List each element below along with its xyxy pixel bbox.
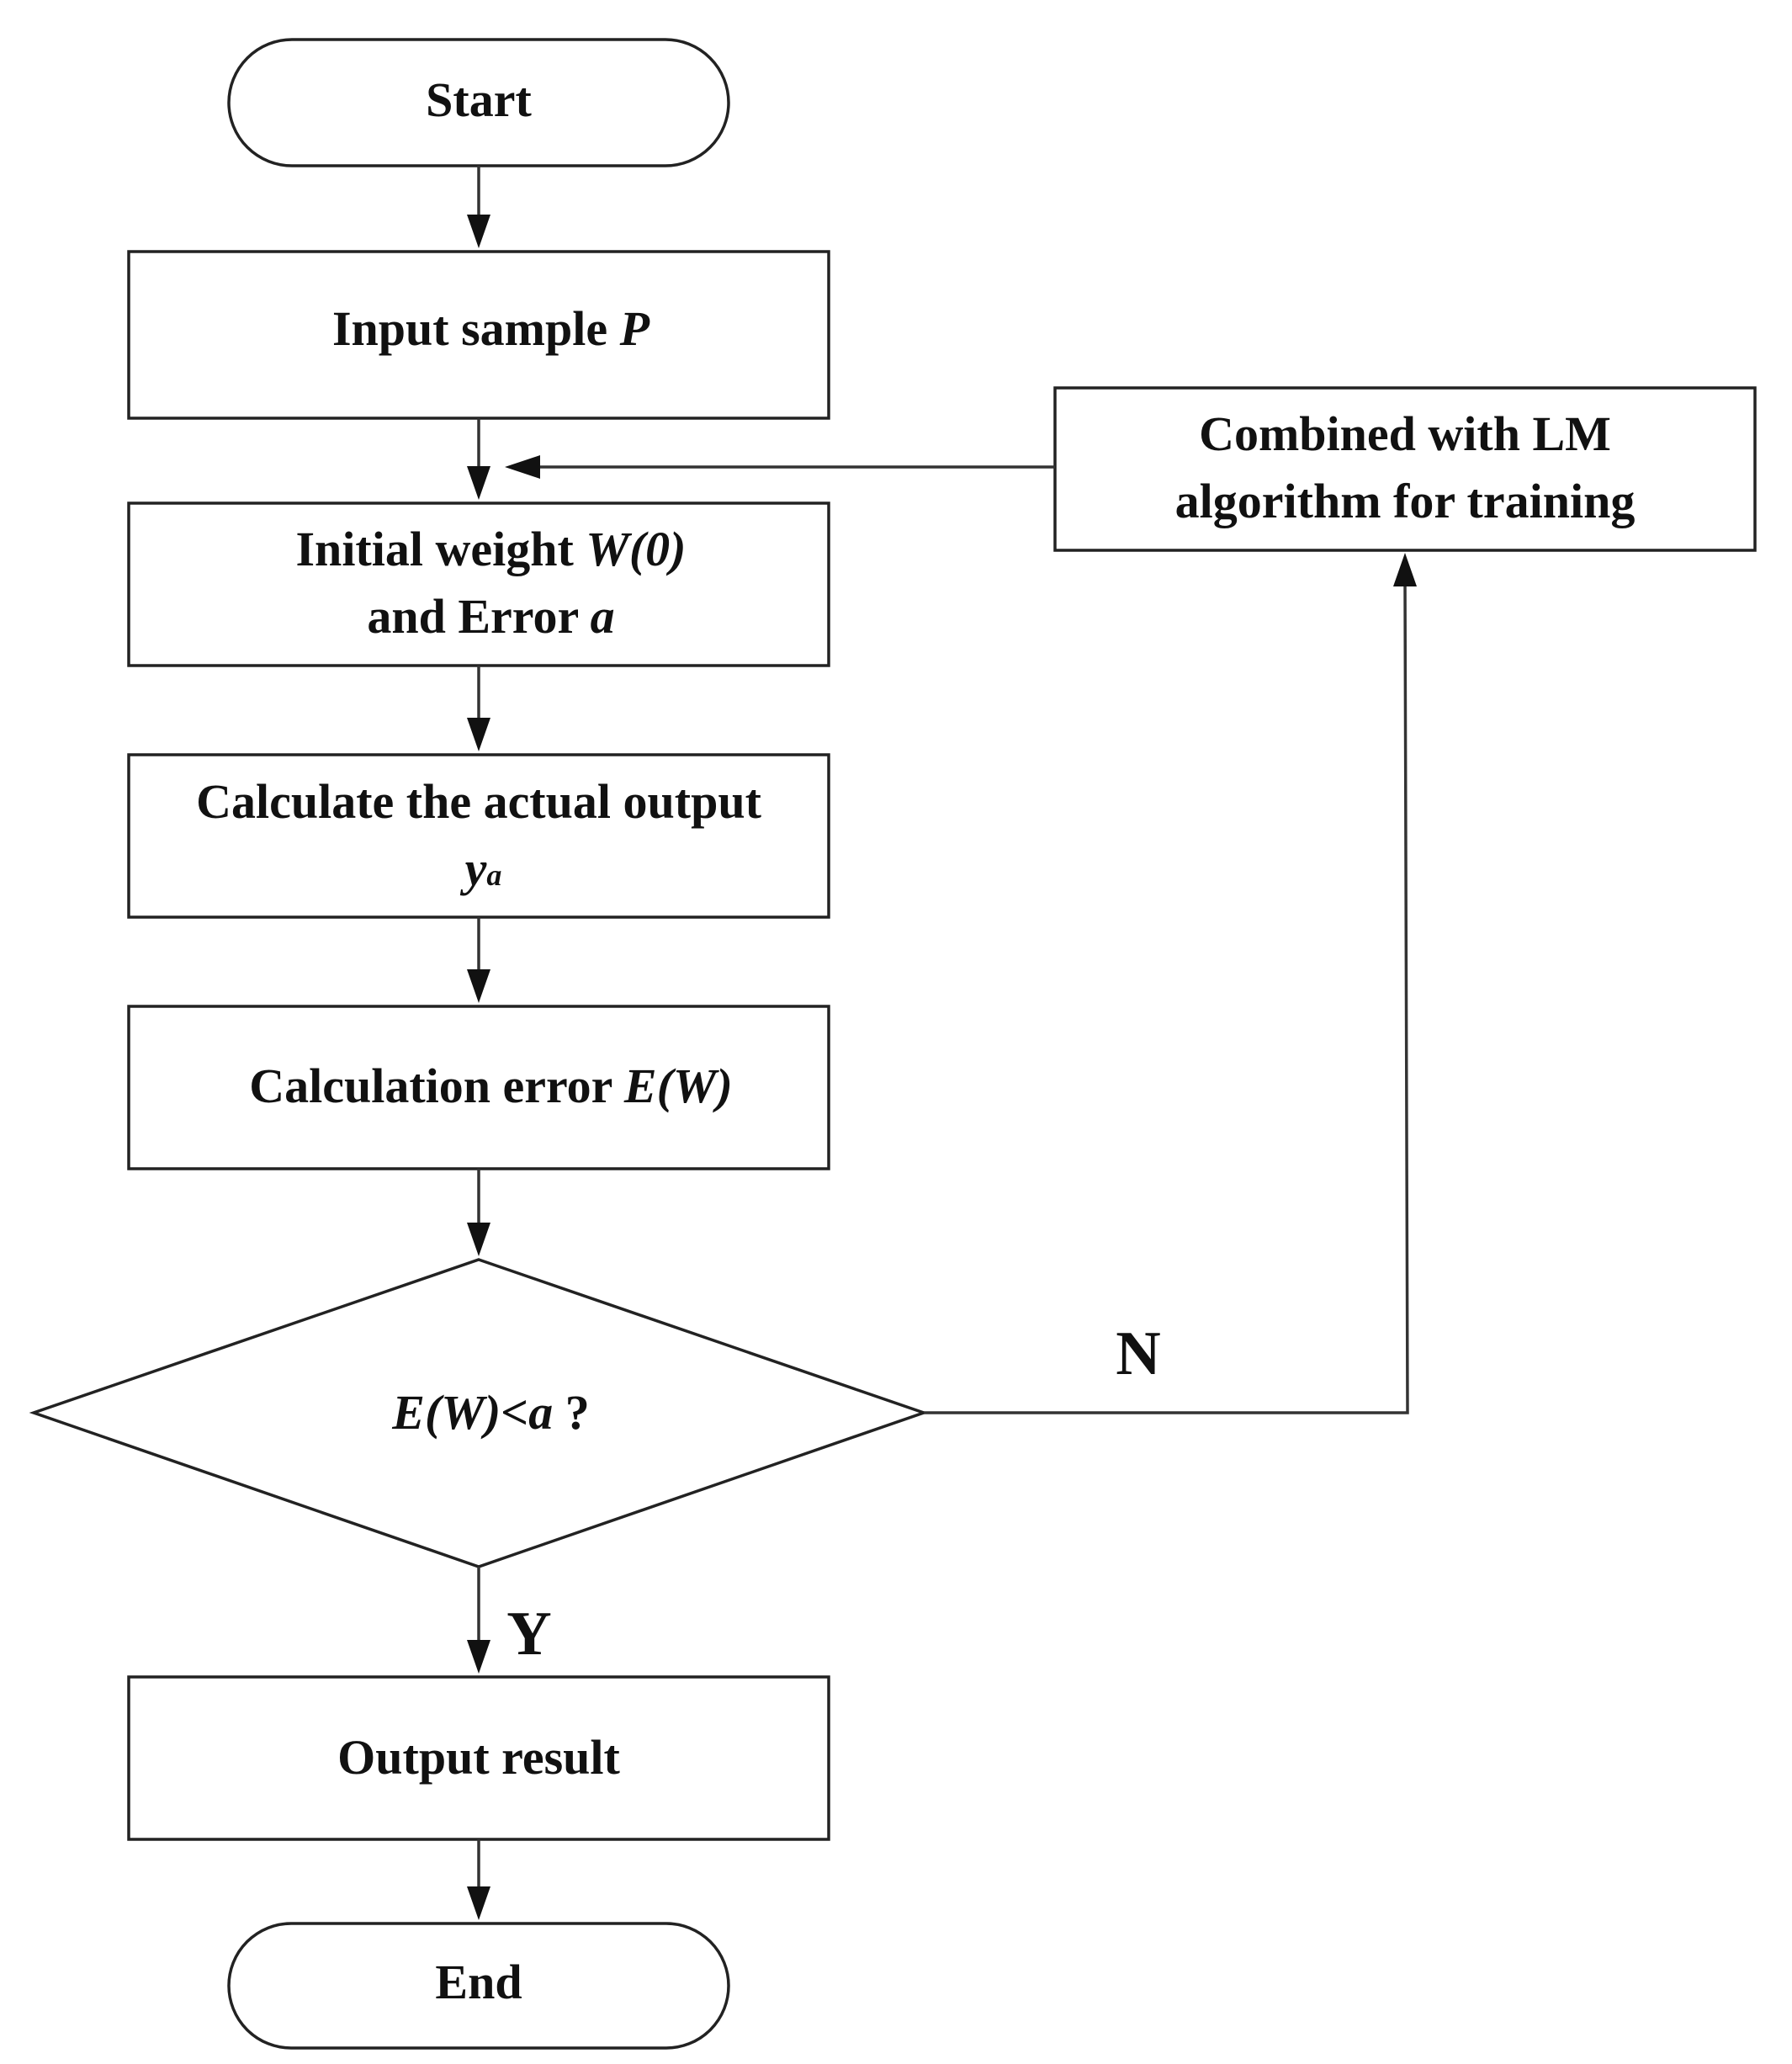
svg-text:E(W)<a ?: E(W)<a ? xyxy=(307,1385,650,1440)
arrow-calculate-output-to-error xyxy=(467,917,490,1003)
error-label: and Error xyxy=(367,589,590,644)
input-sample-var: P xyxy=(619,301,650,356)
decision-condition: E(W)<a xyxy=(391,1385,553,1440)
arrow-output-to-end xyxy=(467,1839,490,1920)
output-result-node: Output result xyxy=(127,1675,830,1841)
initial-weight-label: Initial weight xyxy=(295,522,586,576)
calculation-error-label: Calculation error xyxy=(249,1059,624,1113)
svg-text:ya: ya xyxy=(379,841,563,896)
arrow-input-to-initial xyxy=(467,418,490,500)
initial-weight-node: Initial weight W(0) and Error a xyxy=(127,501,830,667)
svg-text:and Error a: and Error a xyxy=(282,589,676,644)
end-label: End xyxy=(435,1955,522,2009)
arrow-decision-to-lm-no xyxy=(924,553,1417,1414)
calculation-error-var: E(W) xyxy=(623,1059,733,1113)
no-branch-label: N xyxy=(1116,1319,1160,1388)
lm-training-label-line2: algorithm for training xyxy=(1175,474,1636,528)
initial-weight-var: W(0) xyxy=(586,522,686,576)
svg-text:Calculation error E(W): Calculation error E(W) xyxy=(164,1059,794,1113)
error-var: a xyxy=(591,589,615,644)
start-node: Start xyxy=(227,38,730,167)
output-result-label: Output result xyxy=(337,1730,620,1785)
svg-text:Input sample P: Input sample P xyxy=(247,301,710,356)
arrow-decision-to-output-yes xyxy=(467,1567,490,1674)
decision-question-mark: ? xyxy=(553,1385,590,1440)
decision-node: E(W)<a ? xyxy=(29,1258,929,1568)
lm-training-node: Combined with LM algorithm for training xyxy=(1053,386,1757,552)
arrow-initial-to-calculate-output xyxy=(467,666,490,751)
input-sample-node: Input sample P xyxy=(127,250,830,420)
yes-branch-label: Y xyxy=(506,1600,551,1669)
output-var: y xyxy=(460,841,487,896)
calculate-output-label: Calculate the actual output xyxy=(196,774,762,829)
calculation-error-node: Calculation error E(W) xyxy=(127,1005,830,1170)
arrow-lm-feedback xyxy=(505,455,1055,479)
arrow-error-to-decision xyxy=(467,1169,490,1256)
calculate-output-node: Calculate the actual output ya xyxy=(127,753,830,919)
input-sample-label: Input sample xyxy=(332,301,620,356)
end-node: End xyxy=(227,1922,730,2050)
output-var-subscript: a xyxy=(486,858,501,892)
svg-text:Initial weight W(0): Initial weight W(0) xyxy=(210,522,747,576)
lm-training-label-line1: Combined with LM xyxy=(1199,406,1611,461)
arrow-start-to-input xyxy=(467,166,490,248)
start-label: Start xyxy=(426,72,532,127)
